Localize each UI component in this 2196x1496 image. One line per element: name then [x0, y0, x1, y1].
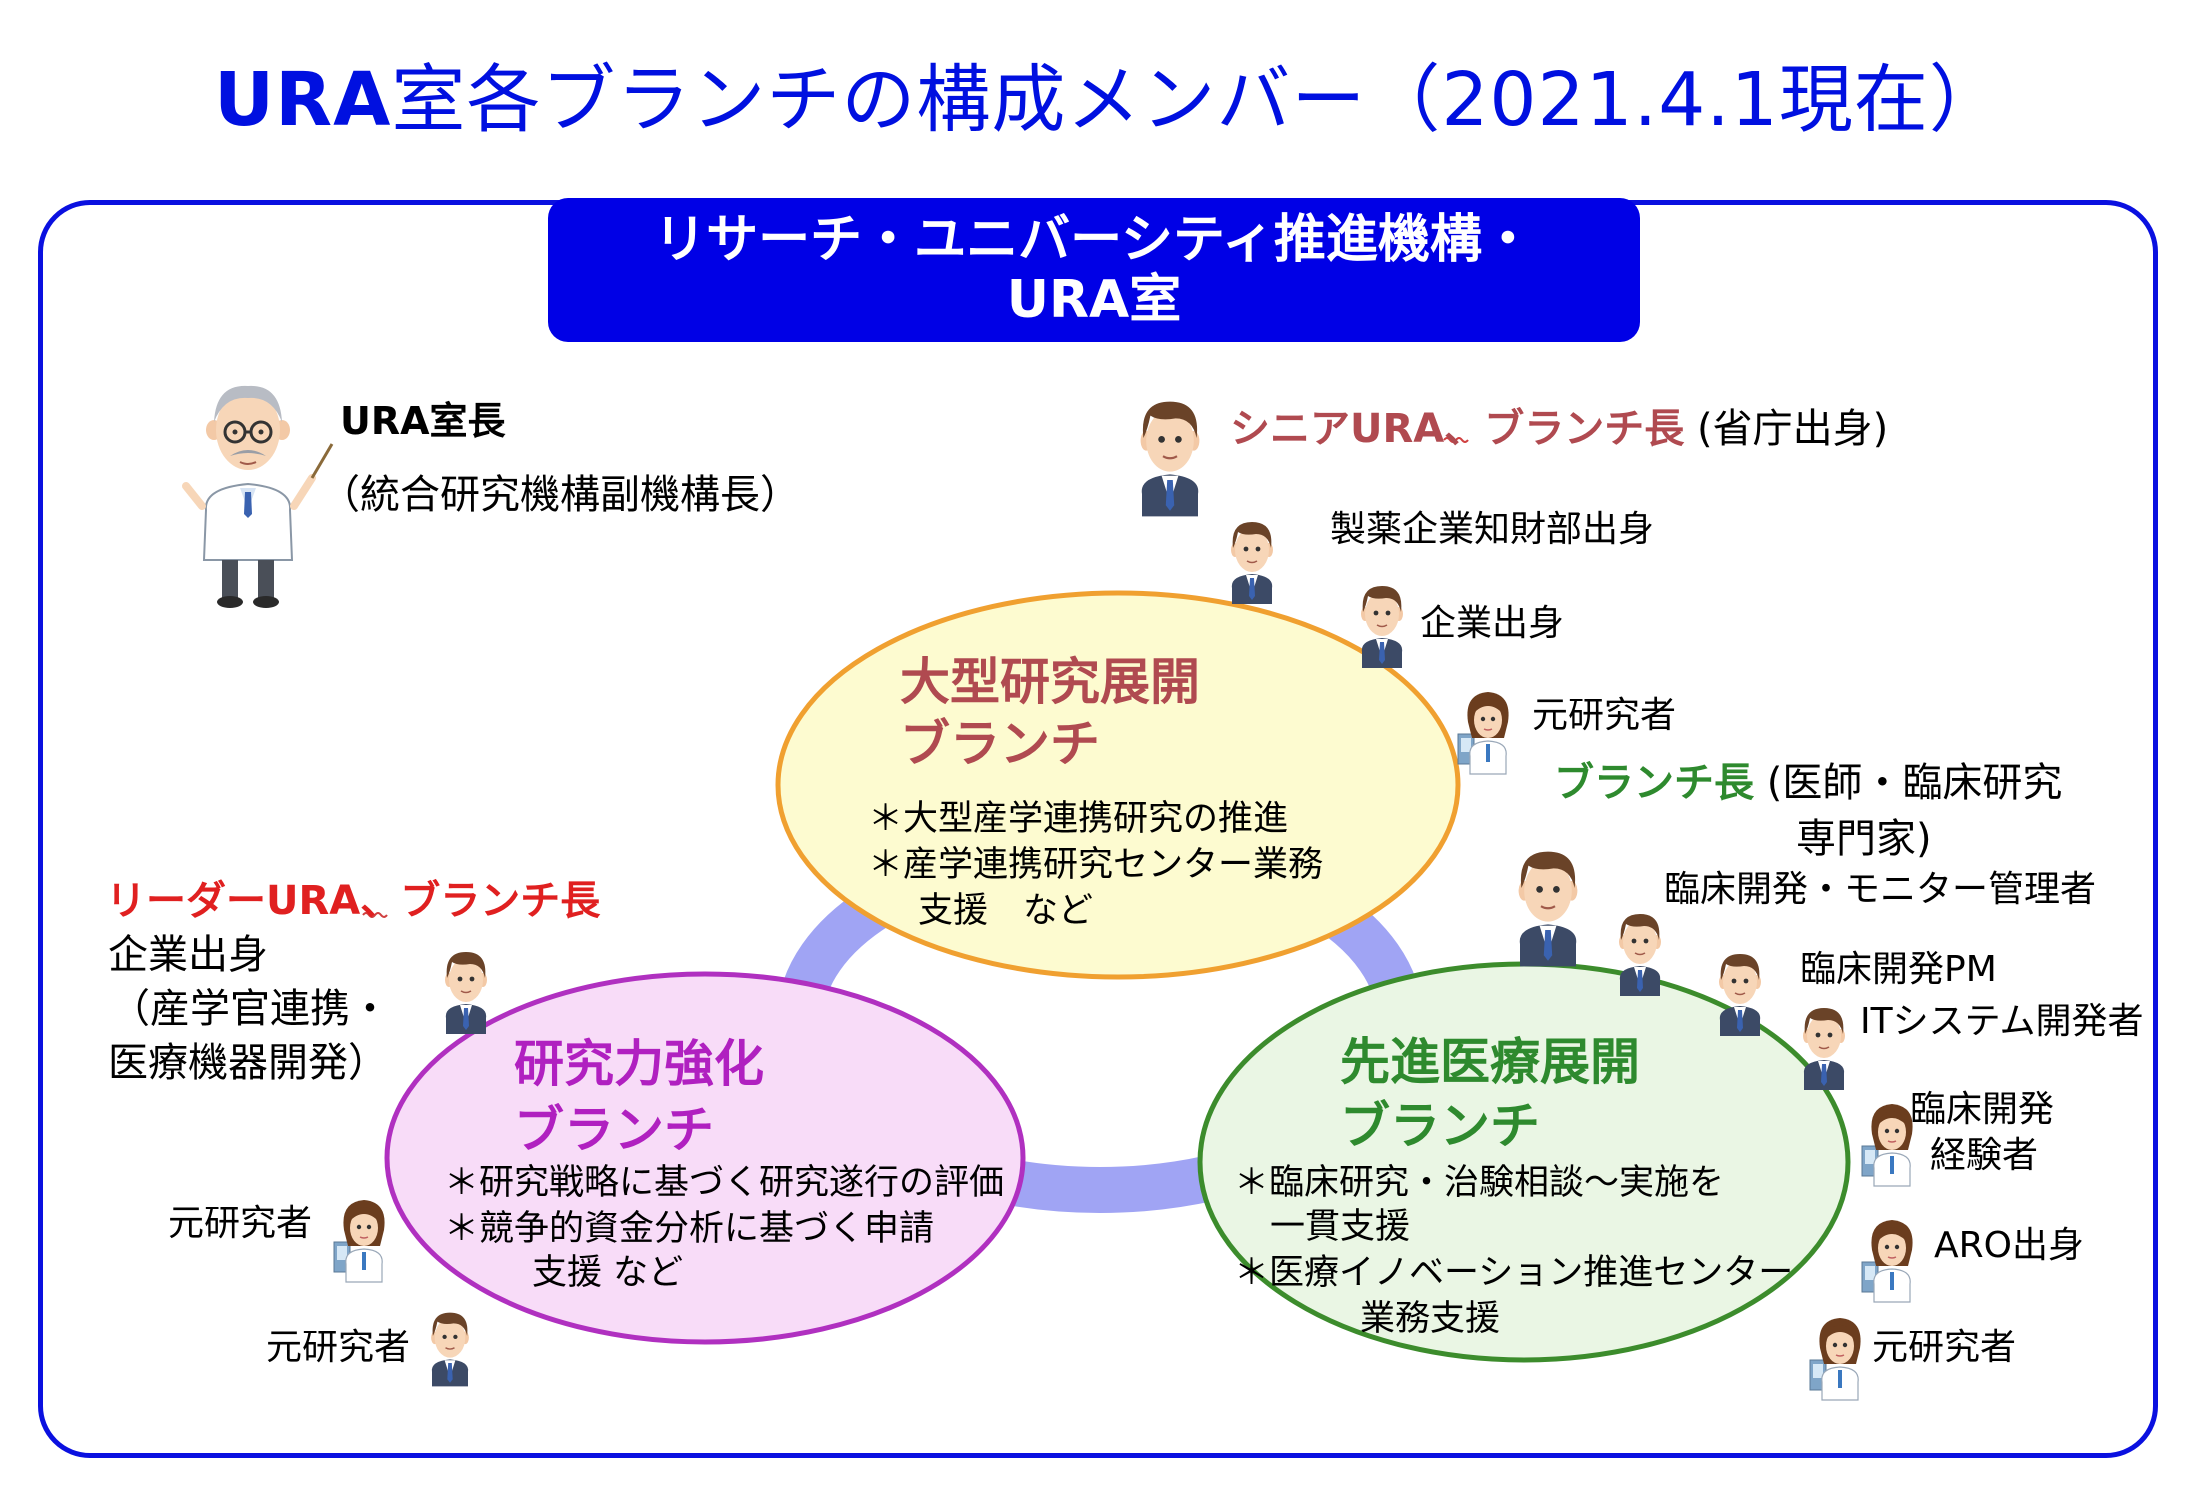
large-branch-desc-2: ＊産学連携研究センター業務 — [868, 845, 1324, 885]
large-branch-ellipse — [775, 590, 1461, 980]
research-branch-ellipse — [384, 971, 1026, 1345]
large-member-2: 企業出身 — [1420, 603, 1565, 644]
male-staff-icon — [1618, 913, 1662, 997]
research-member-1: 元研究者 — [168, 1203, 313, 1244]
org-banner-line2: URA室 — [1006, 270, 1182, 330]
male-staff-icon — [430, 1311, 470, 1388]
female-researcher-icon — [1861, 1103, 1914, 1187]
research-branch-title-1: 研究力強化 — [514, 1035, 764, 1093]
research-branch-desc-1: ＊研究戦略に基づく研究遂行の評価 — [444, 1163, 1005, 1203]
medical-branch-title-2: ブランチ — [1340, 1097, 1540, 1155]
page-title-strong: URA — [214, 57, 392, 143]
medical-head-label: ブランチ長 (医師・臨床研究 — [1554, 750, 2062, 808]
org-banner: リサーチ・ユニバーシティ推進機構・ URA室 — [548, 198, 1640, 342]
medical-branch-desc-1: ＊臨床研究・治験相談～実施を — [1234, 1163, 1725, 1203]
large-branch-title-1: 大型研究展開 — [900, 653, 1200, 711]
medical-member-5: ARO出身 — [1934, 1225, 2084, 1266]
leader-comma-squiggle — [362, 912, 388, 918]
medical-head-role: ブランチ長 — [1554, 760, 1754, 806]
page-title: URA室各ブランチの構成メンバー（2021.4.1現在） — [214, 40, 2004, 147]
medical-branch-title-1: 先進医療展開 — [1340, 1033, 1640, 1091]
female-researcher-icon — [333, 1199, 386, 1283]
head-title: URA室長 — [340, 399, 506, 443]
research-head-role: リーダーURA、ブランチ長 — [106, 878, 601, 924]
medical-member-6: 元研究者 — [1872, 1327, 2017, 1368]
senior-comma-squiggle — [1443, 437, 1469, 443]
research-branch-desc-3: 支援 など — [532, 1253, 684, 1293]
medical-head-origin-1: (医師・臨床研究 — [1766, 760, 2063, 806]
page-title-rest: 室各ブランチの構成メンバー（2021.4.1現在） — [391, 57, 2004, 143]
org-banner-line1: リサーチ・ユニバーシティ推進機構・ — [654, 210, 1534, 270]
large-head-label: シニアURA、ブランチ長 (省庁出身) — [1230, 396, 1888, 454]
male-staff-icon — [444, 951, 488, 1035]
male-staff-icon — [1718, 953, 1762, 1037]
medical-member-2: 臨床開発PM — [1800, 949, 1997, 990]
medical-branch-desc-4: 業務支援 — [1360, 1299, 1501, 1339]
head-subtitle: （統合研究機構副機構長） — [320, 472, 800, 518]
research-head-line-1: 企業出身 — [108, 932, 268, 978]
large-branch-title-2: ブランチ — [900, 715, 1100, 773]
professor-icon — [182, 385, 334, 608]
large-branch-desc-3: 支援 など — [918, 891, 1094, 931]
medical-member-4a: 臨床開発 — [1910, 1089, 2055, 1130]
male-staff-icon — [1230, 521, 1274, 605]
male-staff-icon — [1517, 850, 1579, 968]
research-branch-desc-2: ＊競争的資金分析に基づく申請 — [444, 1209, 935, 1249]
medical-branch-desc-3: ＊医療イノベーション推進センター — [1234, 1253, 1794, 1293]
female-researcher-icon — [1809, 1317, 1862, 1401]
medical-head-origin-2: 専門家) — [1796, 816, 1932, 862]
large-member-1: 製薬企業知財部出身 — [1330, 509, 1655, 550]
male-staff-icon — [1360, 585, 1404, 669]
medical-member-3: ITシステム開発者 — [1860, 1001, 2144, 1042]
medical-branch-desc-2: 一貫支援 — [1270, 1207, 1411, 1247]
large-head-role: シニアURA、ブランチ長 — [1230, 406, 1685, 452]
large-head-origin: (省庁出身) — [1696, 406, 1889, 452]
medical-member-4b: 経験者 — [1930, 1135, 2039, 1176]
female-researcher-icon — [1457, 691, 1510, 775]
research-member-2: 元研究者 — [266, 1327, 411, 1368]
male-staff-icon — [1802, 1007, 1846, 1091]
male-staff-icon — [1139, 400, 1201, 518]
large-branch-desc-1: ＊大型産学連携研究の推進 — [868, 799, 1289, 839]
research-branch-title-2: ブランチ — [514, 1101, 714, 1159]
research-head-line-3: 医療機器開発） — [108, 1040, 388, 1086]
female-researcher-icon — [1861, 1219, 1914, 1303]
research-head-line-2: （産学官連携・ — [110, 986, 390, 1032]
medical-member-1: 臨床開発・モニター管理者 — [1664, 869, 2097, 910]
large-member-3: 元研究者 — [1532, 695, 1677, 736]
